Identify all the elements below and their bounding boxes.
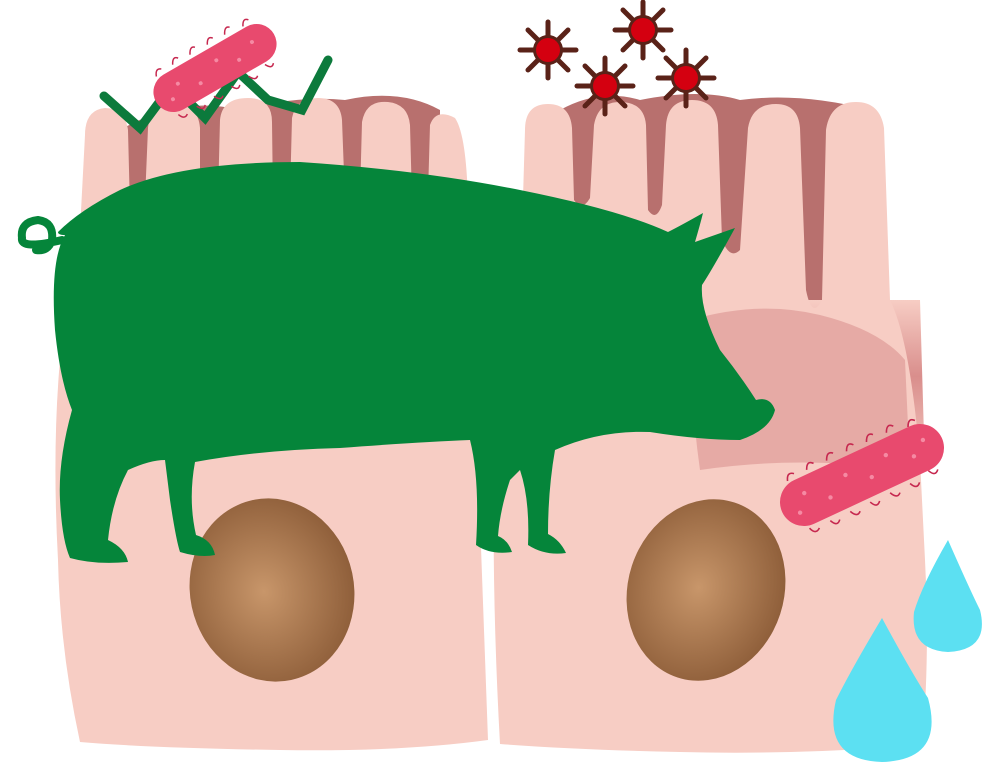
virus-icon	[615, 2, 671, 58]
virus-icon	[520, 22, 576, 78]
virus-icon	[658, 50, 714, 106]
virus-icon	[577, 58, 633, 114]
